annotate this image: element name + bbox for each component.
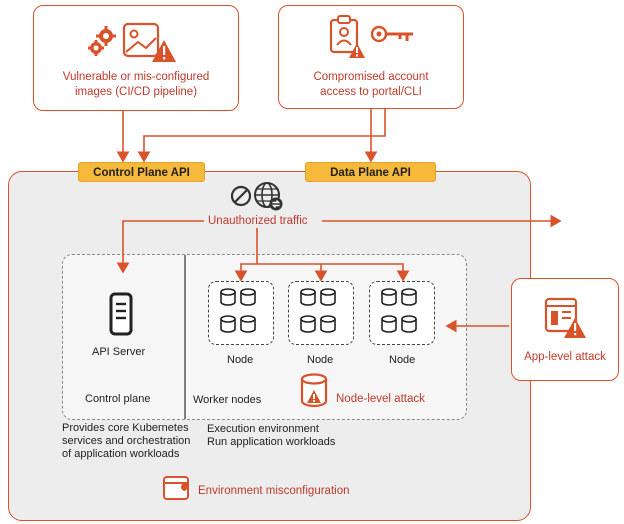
node-label-2: Node xyxy=(307,354,334,366)
app-level-attack-label: App-level attack xyxy=(524,351,606,363)
worker-desc-1: Execution environment xyxy=(207,423,319,435)
app-window-warning-icon xyxy=(544,297,586,338)
vulnerable-images-box: Vulnerable or mis-configured images (CI/… xyxy=(33,5,239,111)
unauthorized-traffic-label: Unauthorized traffic xyxy=(208,215,308,227)
control-plane-desc-2: services and orchestration xyxy=(62,435,191,447)
server-icon xyxy=(109,292,133,336)
worker-nodes-title: Worker nodes xyxy=(193,394,262,406)
app-level-attack-box: App-level attack xyxy=(511,278,619,381)
database-warning-icon xyxy=(300,373,328,408)
node-level-attack-label: Node-level attack xyxy=(336,393,425,405)
clipboard-key-icon xyxy=(329,15,413,58)
worker-desc-2: Run application workloads xyxy=(207,436,336,448)
compromised-account-label-1: Compromised account xyxy=(313,71,429,83)
api-server-label: API Server xyxy=(92,346,146,358)
gear-image-warning-icon xyxy=(88,22,176,62)
window-wrench-icon xyxy=(163,476,189,500)
database-icon-group xyxy=(220,288,417,333)
blocked-globe-icon xyxy=(230,182,283,211)
compromised-account-label-2: access to portal/CLI xyxy=(320,86,422,98)
control-plane-desc-1: Provides core Kubernetes xyxy=(62,422,189,434)
control-plane-title: Control plane xyxy=(85,393,151,405)
vulnerable-images-label-1: Vulnerable or mis-configured xyxy=(62,71,210,83)
vulnerable-images-label-2: images (CI/CD pipeline) xyxy=(74,86,198,98)
node-label-1: Node xyxy=(227,354,254,366)
control-plane-api: Control Plane API xyxy=(78,162,205,182)
node-label-3: Node xyxy=(389,354,416,366)
compromised-account-box: Compromised account access to portal/CLI xyxy=(278,5,464,109)
environment-misconfiguration-label: Environment misconfiguration xyxy=(198,485,350,497)
control-plane-desc-3: of application workloads xyxy=(62,448,180,460)
